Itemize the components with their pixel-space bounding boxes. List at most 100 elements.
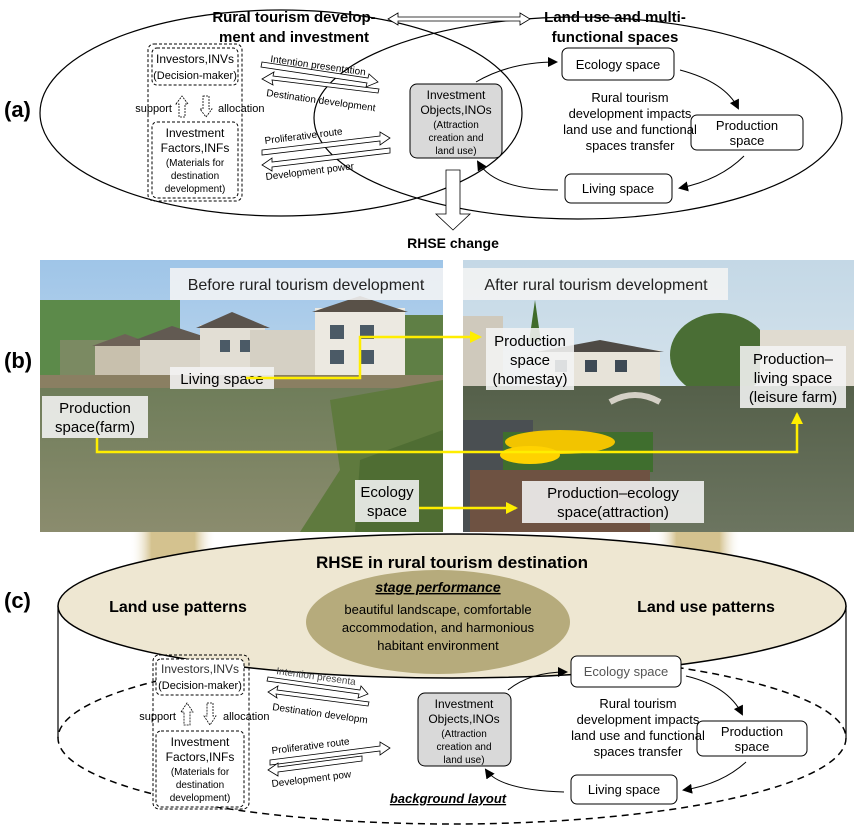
destination-label: Destination development [266,88,377,114]
photo-homestay-line1: Production [494,333,566,350]
power-label-c: Development pow [271,769,353,790]
stage-line3: habitant environment [377,638,499,653]
panel-c: (c) RHSE in rural tourism destination st… [4,532,847,825]
stage-line1: beautiful landscape, comfortable [344,602,531,617]
ecology-box [561,47,675,81]
destination-label-c: Destination developm [272,702,369,726]
investors-box [151,47,239,86]
ecology-to-production-arrow-c [685,675,743,716]
attraction-label-bg [522,481,704,523]
photo-leisure-line1: Production– [753,351,834,368]
power-arrow [261,147,391,172]
factors-c-line2: Factors,INFs [166,750,235,764]
objects-c-line1: Investment [435,697,494,711]
objects-box-c [417,692,512,767]
inv-group-border-c [152,654,250,810]
photo-gap [443,260,463,532]
factors-c-line5: development) [170,793,231,804]
photo-attraction-line2: space(attraction) [557,504,669,521]
photo-homestay-line2: space [510,352,550,369]
center-line3: land use and functional [563,122,697,137]
living-box-c [570,774,678,805]
left-title-line2: ment and investment [219,29,369,46]
panel-a: (a) Rural tourism develop- ment and inve… [4,9,843,251]
photo-leisure-line3: (leisure farm) [749,389,837,406]
support-arrow [175,95,189,118]
living-to-objects-arrow-c [484,768,565,793]
stage-performance-label: stage performance [375,579,500,595]
objects-to-ecology-arrow [475,57,558,83]
leisure-label-bg [740,346,846,408]
living-to-objects-arrow [476,160,559,191]
right-title-line1: Land use and multi- [544,9,686,26]
investors-c-line1: Investors,INVs [161,662,239,676]
allocation-label: allocation [218,103,264,115]
production-line2: space [730,133,765,148]
objects-line3: (Attraction [433,120,479,131]
factors-c-line1: Investment [171,735,230,749]
objects-c-line4: creation and [436,742,491,753]
farm-label-bg [42,396,148,438]
production-line1: Production [716,118,778,133]
ecology-label: Ecology space [576,57,661,72]
investors-line2: (Decision-maker) [153,70,237,82]
center-line2: development impacts [569,106,692,121]
center-c-line2: development impacts [577,712,700,727]
ecology-to-production-arrow [679,69,739,110]
production-c-line2: space [735,739,770,754]
living-to-homestay-arrow [246,331,482,380]
support-label-c: support [139,711,176,723]
panel-b-label: (b) [4,348,32,373]
center-c-line3: land use and functional [571,728,705,743]
living-label-c: Living space [588,782,660,797]
rhse-down-arrow [434,169,472,231]
panel-c-label: (c) [4,588,31,613]
rhse-destination-title: RHSE in rural tourism destination [316,553,588,572]
photo-farm-line1: Production [59,400,131,417]
production-to-living-arrow [678,155,745,192]
landuse-ellipse [313,16,843,220]
factors-line5: development) [165,184,226,195]
panel-b: (b) [4,260,854,532]
objects-box [409,83,503,159]
land-use-left: Land use patterns [109,599,247,616]
factors-line3: (Materials for [166,158,225,169]
flow-arrows-c [266,676,391,777]
center-c-line4: spaces transfer [594,744,684,759]
center-line4: spaces transfer [586,138,676,153]
investors-c-line2: (Decision-maker) [158,680,242,692]
photo-farm-line2: space(farm) [55,419,135,436]
allocation-arrow-c [203,702,217,726]
panel-a-label: (a) [4,97,31,122]
objects-to-ecology-arrow-c [507,667,568,691]
objects-line2: Objects,INOs [420,103,491,117]
intention-arrow [260,61,379,88]
support-label: support [135,103,172,115]
after-label: After rural tourism development [484,277,708,294]
center-c-line1: Rural tourism [599,696,676,711]
objects-c-line5: land use) [443,755,484,766]
factors-box-c [155,730,245,808]
ecology-label-c: Ecology space [584,664,669,679]
before-label: Before rural tourism development [188,277,425,294]
yellow-arrows [95,331,803,514]
farm-to-leisure-arrow [95,412,803,454]
objects-line4: creation and [428,133,483,144]
factors-line2: Factors,INFs [161,141,230,155]
flow-arrows-a [260,61,391,172]
destination-arrow [261,71,380,94]
investors-box-c [155,658,245,696]
power-arrow-c [267,755,363,777]
objects-c-line3: (Attraction [441,729,487,740]
stage-ellipse [306,570,570,674]
production-box [690,114,804,151]
destination-arrow-c [267,685,370,707]
background-layout-label: background layout [390,791,507,806]
factors-c-line4: destination [176,780,224,791]
ecology-label-bg [355,480,419,522]
right-title-line2: functional spaces [552,29,679,46]
cycle-arrows-a [475,57,745,192]
center-line1: Rural tourism [591,90,668,105]
living-box [564,173,673,204]
